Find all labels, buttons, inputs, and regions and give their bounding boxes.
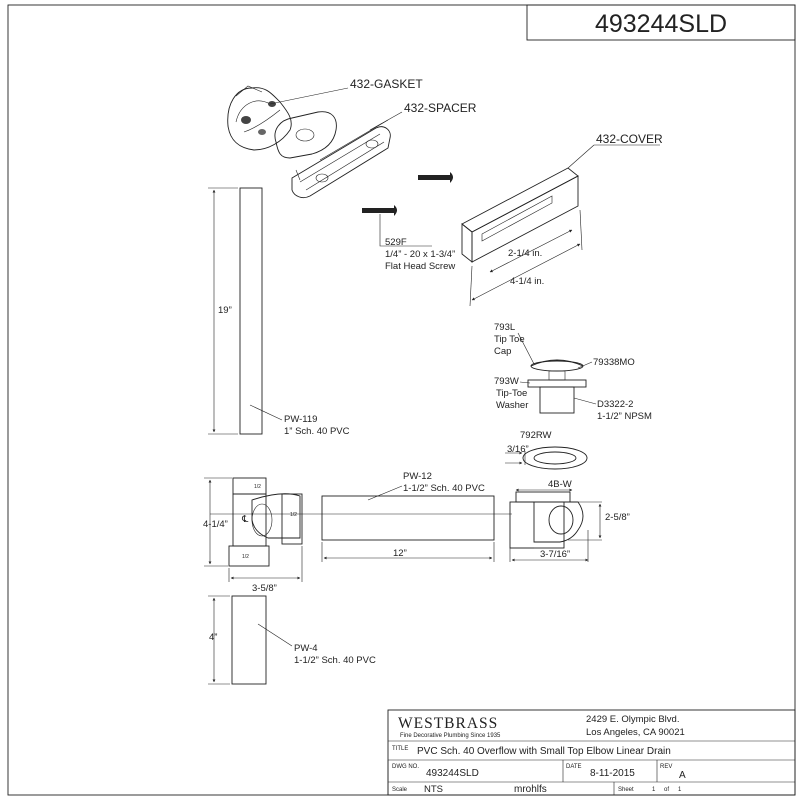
rubber-washer [522,446,588,470]
bw-code: 4B-W [548,479,572,490]
tee-centerline: ℄ [241,514,249,525]
pipe-pw4 [231,595,267,685]
sheet-total: 1 [678,787,682,793]
title-label: TITLE [392,746,408,752]
tip-toe-cap [530,359,584,381]
date-value: 8-11-2015 [590,768,635,779]
spacer-plate [274,111,337,159]
sheet-border [7,4,796,796]
tee-height: 4-1/4” [203,519,228,530]
part-number: 493244SLD [595,10,727,38]
washer-name-2: Washer [496,400,528,411]
rev-value: A [679,770,686,781]
title-block: WESTBRASS Fine Decorative Plumbing Since… [387,709,796,796]
sheet-of: of [664,787,669,793]
d-code: D3322-2 [597,399,633,410]
pipe-4-desc: 1-1/2” Sch. 40 PVC [294,655,376,666]
pipe-12-desc: 1-1/2” Sch. 40 PVC [403,483,485,494]
pipe-119-code: PW-119 [284,414,317,425]
date-label: DATE [566,764,582,770]
bw-width: 3-7/16” [540,549,570,560]
scale-label: Scale [392,787,408,793]
washer-code: 793W [494,376,519,387]
screw-upper [418,172,453,183]
tee-fitting: ℄ 1/2 1/2 1/2 [228,477,303,567]
dwg-label: DWG NO. [392,764,419,770]
tee-mark-bottom: 1/2 [242,554,249,560]
rw-dim: 3/16” [507,444,529,455]
part-number-box: 493244SLD [526,4,796,41]
gasket-label: 432-GASKET [350,77,423,91]
tip-toe-body [539,386,575,414]
spacer-label: 432-SPACER [404,101,477,115]
address-line-1: 2429 E. Olympic Blvd. [586,714,679,725]
cap-name-2: Cap [494,346,511,357]
tee-width: 3-5/8” [252,583,277,594]
cover-length: 4-1/4 in. [510,276,544,287]
pipe-pw119 [239,187,263,435]
sheet-number: 1 [652,787,656,793]
cap-code: 793L [494,322,515,333]
screw-lower [362,205,397,216]
pipe-119-desc: 1” Sch. 40 PVC [284,426,350,437]
brand-name: WESTBRASS [398,715,498,732]
screw-code: 529F [385,237,407,248]
washer-name-1: Tip-Toe [496,388,527,399]
tip-toe-washer [527,379,587,388]
drawn-by: mrohlfs [514,784,547,795]
brand-tagline: Fine Decorative Plumbing Since 1935 [400,733,501,739]
pipe-12-length: 12” [393,548,407,559]
bw-height: 2-5/8” [605,512,630,523]
tee-mark-side: 1/2 [290,512,297,518]
cover-label: 432-COVER [596,132,663,146]
cap-name-1: Tip Toe [494,334,525,345]
pipe-119-length: 19” [218,305,232,316]
cover-width: 2-1/4 in. [508,248,542,259]
pipe-12-code: PW-12 [403,471,432,482]
drawing-title: PVC Sch. 40 Overflow with Small Top Elbo… [417,746,671,757]
dwg-number: 493244SLD [426,768,479,779]
pipe-pw12 [321,495,495,541]
rev-label: REV [660,764,672,770]
elbow-4bw [509,491,584,549]
screw-desc-1: 1/4” - 20 x 1-3/4” [385,249,455,260]
mo-code: 79338MO [593,357,635,368]
rw-code: 792RW [520,430,552,441]
address-line-2: Los Angeles, CA 90021 [586,727,685,738]
pipe-4-length: 4” [209,632,217,643]
tee-mark-top: 1/2 [254,484,261,490]
spacer-bracket [291,119,391,199]
sheet-label: Sheet [618,787,634,793]
screw-desc-2: Flat Head Screw [385,261,455,272]
scale-value: NTS [424,784,443,795]
pipe-4-code: PW-4 [294,643,318,654]
gasket-drawing [227,85,292,151]
d-thread: 1-1/2” NPSM [597,411,652,422]
